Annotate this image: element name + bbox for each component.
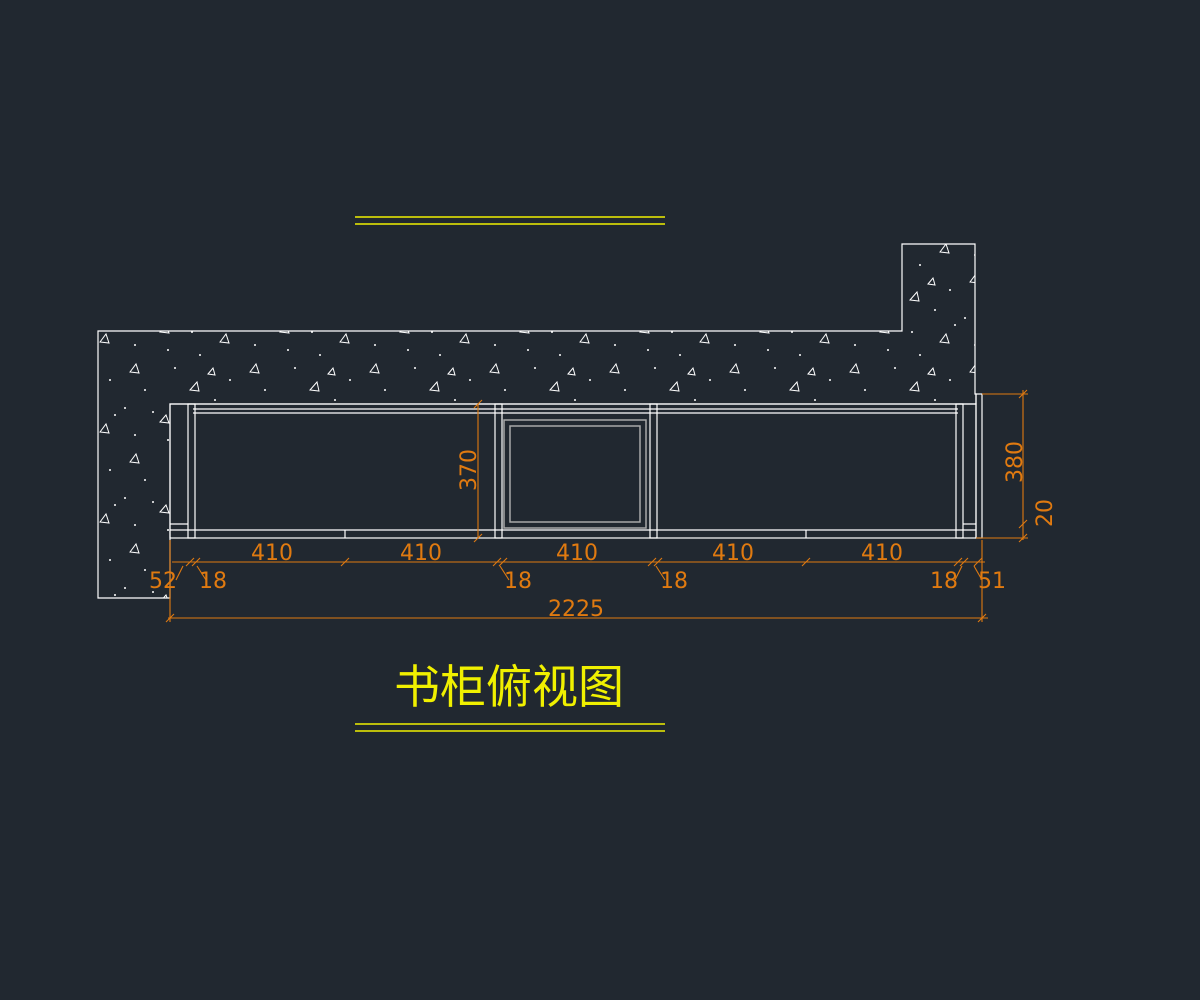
dim-compartment-5: 410 [861,541,903,566]
dim-divider-1: 18 [504,569,532,594]
dim-back-gap: 20 [1033,499,1058,527]
bookcase-plan [169,393,983,539]
dim-left-offset: 52 [149,569,177,594]
dim-left-panel: 18 [199,569,227,594]
right-end-panel [955,403,964,539]
divider-panel-2 [649,403,658,539]
left-end-panel [187,403,196,539]
dim-compartment-3: 410 [556,541,598,566]
drawing-title: 书柜俯视图 [394,660,624,714]
dim-divider-2: 18 [660,569,688,594]
dimension-ticks [165,389,1028,623]
bookcase-outline [169,403,977,539]
center-open-frame [503,419,647,529]
dim-overall-width: 2225 [548,597,604,622]
title-block: 书柜俯视图 [355,216,665,732]
dim-right-offset: 51 [978,569,1006,594]
dimension-lines [165,389,1028,623]
dim-compartment-4: 410 [712,541,754,566]
dim-compartment-1: 410 [251,541,293,566]
dim-cabinet-depth: 370 [457,449,482,491]
dim-right-panel: 18 [930,569,958,594]
dim-compartment-2: 410 [400,541,442,566]
right-back-strip [975,393,983,539]
dim-total-depth: 380 [1003,441,1028,483]
concrete-wall [97,243,977,599]
divider-panel-1 [494,403,503,539]
